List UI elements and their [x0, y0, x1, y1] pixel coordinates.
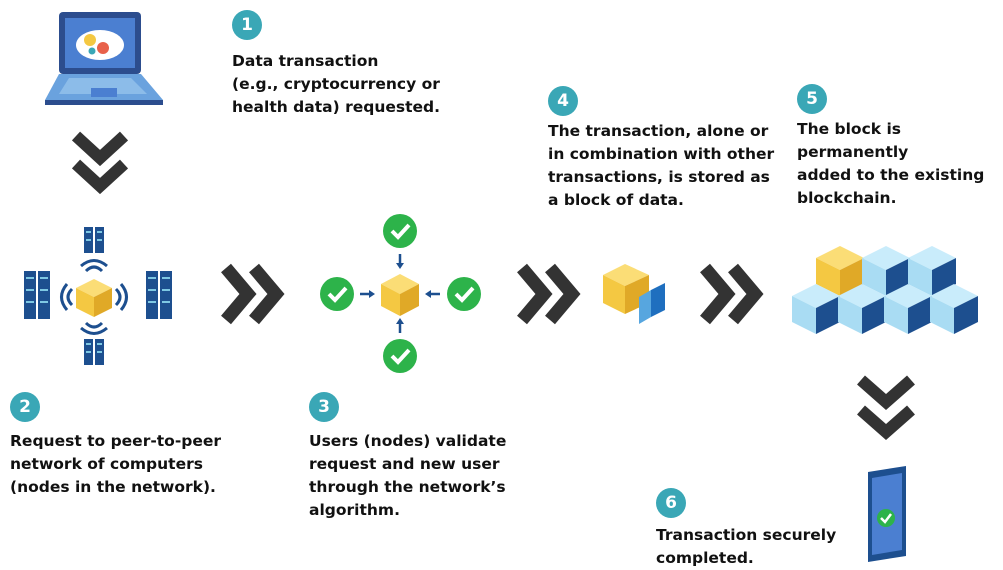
server-icon-right: [146, 271, 172, 319]
check-icon-top: [383, 214, 417, 248]
server-icon-left: [24, 271, 50, 319]
step-5-badge: 5: [797, 84, 827, 114]
step-5-text: The block is permanently added to the ex…: [797, 120, 985, 207]
tablet-icon: [868, 466, 906, 562]
data-block-icon: [603, 264, 665, 324]
check-icon-bottom: [383, 339, 417, 373]
step-4-text: The transaction, alone or in combination…: [548, 122, 775, 209]
server-icon-top: [84, 227, 104, 253]
step-6-text: Transaction securely completed.: [656, 526, 837, 567]
step-3-text: Users (nodes) validate request and new u…: [309, 432, 507, 519]
step-3-badge: 3: [309, 392, 339, 422]
check-icon-right: [447, 277, 481, 311]
step-2-text: Request to peer-to-peer network of compu…: [10, 432, 222, 496]
step-1-text: Data transaction (e.g., cryptocurrency o…: [232, 52, 440, 116]
chevron-down-icon: [71, 131, 129, 195]
step-4-badge: 4: [548, 86, 578, 116]
step-2-badge: 2: [10, 392, 40, 422]
chevron-right-icon: [221, 263, 285, 325]
step-1-badge: 1: [232, 10, 262, 40]
server-icon-bottom: [84, 339, 104, 365]
validation-icon: [320, 214, 481, 373]
step-6-badge: 6: [656, 488, 686, 518]
cube-icon: [381, 274, 419, 316]
laptop-icon: [45, 12, 163, 105]
blockchain-icon: [792, 246, 978, 334]
network-nodes-icon: [24, 227, 172, 365]
chevron-down-icon: [857, 375, 915, 440]
chevron-right-icon: [700, 263, 764, 325]
chevron-right-icon: [517, 263, 581, 325]
cube-icon: [76, 279, 112, 317]
check-icon-left: [320, 277, 354, 311]
